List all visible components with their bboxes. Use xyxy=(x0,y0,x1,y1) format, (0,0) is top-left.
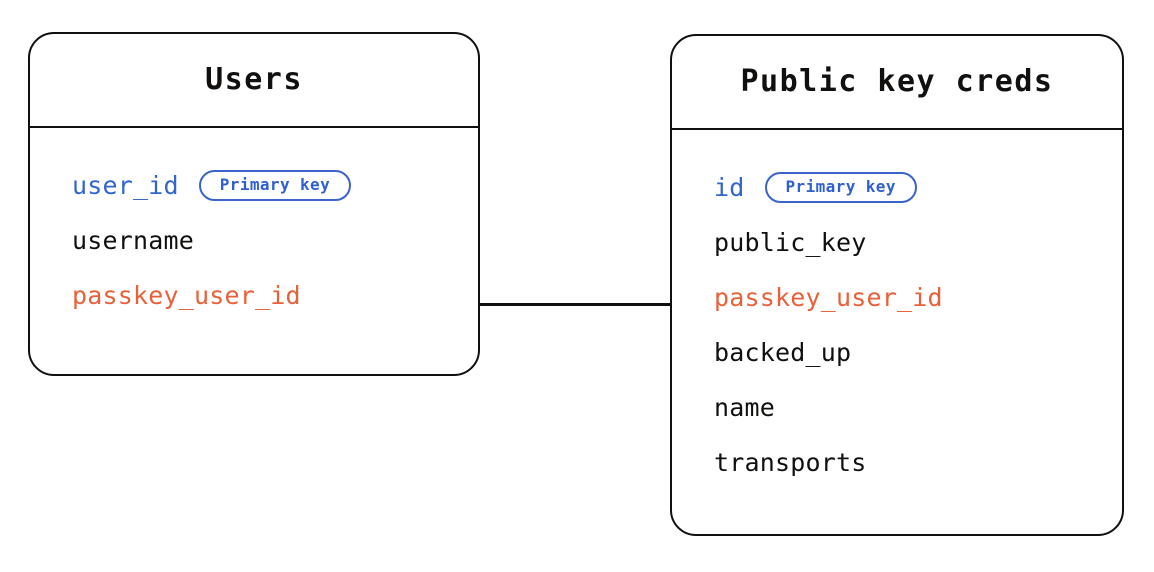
field-list-public-key-creds: id Primary key public_key passkey_user_i… xyxy=(672,130,1122,490)
entity-header-users: Users xyxy=(30,34,478,128)
field-row-username[interactable]: username xyxy=(72,213,478,268)
entity-header-public-key-creds: Public key creds xyxy=(672,36,1122,130)
field-row-id[interactable]: id Primary key xyxy=(714,160,1122,215)
field-row-user-id[interactable]: user_id Primary key xyxy=(72,158,478,213)
field-row-backed-up[interactable]: backed_up xyxy=(714,325,1122,380)
primary-key-badge-label: Primary key xyxy=(219,175,331,195)
field-row-passkey-user-id-creds[interactable]: passkey_user_id xyxy=(714,270,1122,325)
field-name-user-id: user_id xyxy=(72,171,179,200)
entity-box-public-key-creds[interactable]: Public key creds id Primary key public_k… xyxy=(670,34,1124,536)
field-row-passkey-user-id-users[interactable]: passkey_user_id xyxy=(72,268,478,323)
field-name-passkey-user-id-users: passkey_user_id xyxy=(72,281,301,310)
primary-key-badge-label: Primary key xyxy=(785,177,896,197)
field-name-backed-up: backed_up xyxy=(714,338,852,367)
field-row-public-key[interactable]: public_key xyxy=(714,215,1122,270)
field-name-username: username xyxy=(72,226,195,255)
primary-key-badge-users: Primary key xyxy=(198,170,352,201)
entity-title-public-key-creds: Public key creds xyxy=(740,64,1054,99)
relationship-line-users-to-public-key-creds xyxy=(479,303,672,306)
field-name-public-key: public_key xyxy=(714,228,867,257)
field-name-passkey-user-id-creds: passkey_user_id xyxy=(714,283,943,312)
field-name-id: id xyxy=(714,173,745,202)
field-list-users: user_id Primary key username passkey_use… xyxy=(30,128,478,323)
field-row-name[interactable]: name xyxy=(714,380,1122,435)
entity-title-users: Users xyxy=(205,62,303,97)
primary-key-badge-public-key-creds: Primary key xyxy=(764,172,917,203)
field-name-transports: transports xyxy=(714,448,867,477)
field-row-transports[interactable]: transports xyxy=(714,435,1122,490)
entity-box-users[interactable]: Users user_id Primary key username passk… xyxy=(28,32,480,376)
field-name-name: name xyxy=(714,393,776,422)
